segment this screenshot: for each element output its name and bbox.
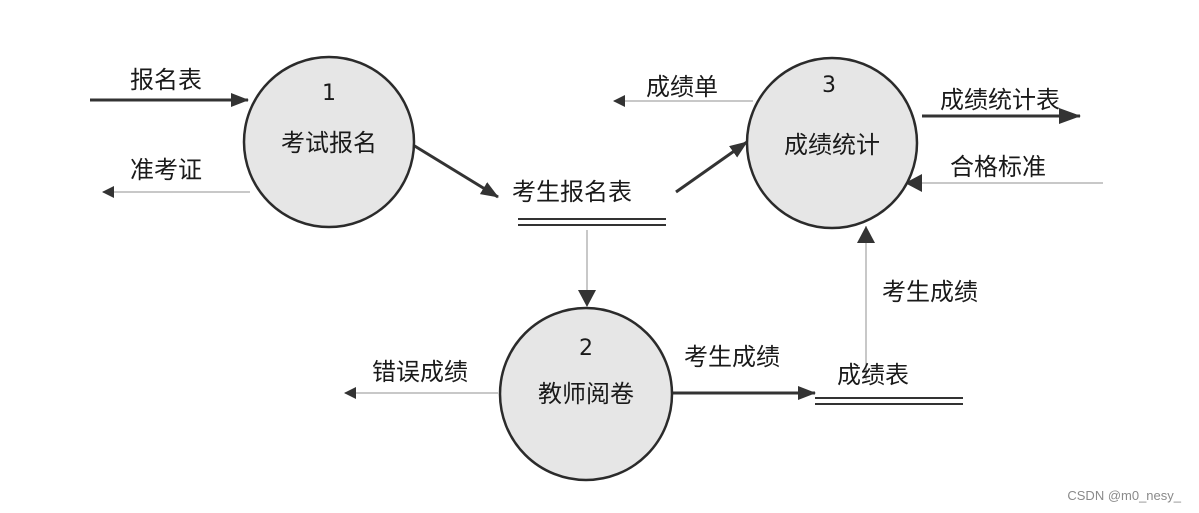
flow-score-table-to-statistics-label: 考生成绩 bbox=[882, 278, 978, 306]
process-3-number: 3 bbox=[822, 73, 836, 98]
flow-to-registration-table-arrow bbox=[412, 143, 499, 199]
data-store-registration-table: 考生报名表 bbox=[512, 178, 666, 226]
flow-score-sheet-out-label: 成绩单 bbox=[646, 73, 718, 101]
process-3-name: 成绩统计 bbox=[784, 131, 880, 159]
flow-grading-to-score-table-label: 考生成绩 bbox=[684, 343, 780, 371]
flow-statistics-table-out-label: 成绩统计表 bbox=[940, 86, 1060, 114]
watermark: CSDN @m0_nesy_ bbox=[1067, 488, 1181, 503]
flow-pass-standard-in-label: 合格标准 bbox=[950, 153, 1046, 181]
process-2-number: 2 bbox=[579, 336, 593, 361]
flow-score-table-to-statistics-arrowhead bbox=[857, 226, 875, 243]
process-2-name: 教师阅卷 bbox=[538, 380, 634, 408]
process-1-name: 考试报名 bbox=[281, 129, 377, 157]
process-3-score-statistics: 3 成绩统计 bbox=[745, 56, 919, 230]
data-store-registration-table-label: 考生报名表 bbox=[512, 178, 632, 206]
flow-registration-table-to-statistics-arrow bbox=[675, 140, 748, 194]
flow-pass-standard-in-arrowhead bbox=[905, 174, 922, 192]
flow-registration-table-to-grading-arrowhead bbox=[578, 290, 596, 307]
flow-admission-ticket-out-label: 准考证 bbox=[130, 156, 202, 184]
process-1-exam-registration: 1 考试报名 bbox=[242, 55, 416, 229]
data-store-score-table: 成绩表 bbox=[815, 361, 963, 405]
flow-registration-form-in-label: 报名表 bbox=[130, 66, 202, 94]
process-1-number: 1 bbox=[322, 81, 336, 106]
data-store-score-table-label: 成绩表 bbox=[837, 361, 909, 389]
process-2-teacher-grading: 2 教师阅卷 bbox=[498, 306, 674, 482]
flow-error-scores-out-label: 错误成绩 bbox=[372, 358, 468, 386]
